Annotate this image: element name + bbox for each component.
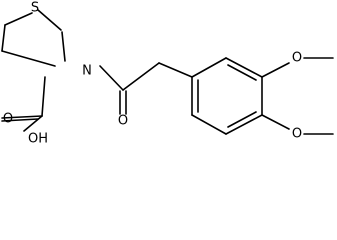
methoxy-top-oxygen-label: O [292, 51, 302, 66]
ketone-oxygen-label: O [118, 114, 128, 129]
bond-n-c2 [61, 31, 66, 62]
bond-ar-2 [225, 57, 263, 78]
acid-hydroxyl-label: OH [28, 132, 48, 147]
bond-carbonyl-ch2 [122, 62, 160, 91]
acyl-linker [99, 62, 193, 115]
bond-ar-o-bottom [261, 114, 290, 130]
sulfur-atom-label: S [31, 1, 39, 16]
thiazolidine-ring [1, 9, 66, 67]
bond-ar-inner-2 [227, 64, 257, 81]
bond-c4-cooh [41, 76, 46, 117]
bond-c5-c4 [1, 24, 6, 52]
bond-cooh-o-double-2 [1, 118, 39, 122]
bond-ar-5 [191, 114, 227, 135]
methoxy-groups [261, 57, 334, 135]
bond-ar-1 [191, 57, 227, 78]
bond-ch2-ring [158, 62, 193, 78]
bond-ar-4 [225, 114, 263, 135]
bond-cooh-o-double-1 [1, 115, 43, 119]
acid-carbonyl-oxygen-label: O [3, 112, 13, 127]
benzene-ring [191, 57, 263, 135]
bond-s-c2 [37, 9, 62, 31]
carboxylic-acid-group [1, 76, 46, 132]
bond-n-carbonyl [99, 65, 124, 91]
bond-ar-inner-3 [227, 111, 257, 128]
bond-c5-s [4, 12, 33, 26]
methoxy-bottom-oxygen-label: O [292, 127, 302, 142]
bond-c4-n [1, 50, 56, 67]
chemical-structure-diagram: S N O OH O O O [1, 1, 334, 147]
bond-cooh-oh [23, 115, 43, 132]
atom-labels: S N O OH O O O [3, 1, 302, 147]
nitrogen-atom-label: N [82, 64, 92, 79]
bond-ar-o-top [261, 62, 290, 78]
